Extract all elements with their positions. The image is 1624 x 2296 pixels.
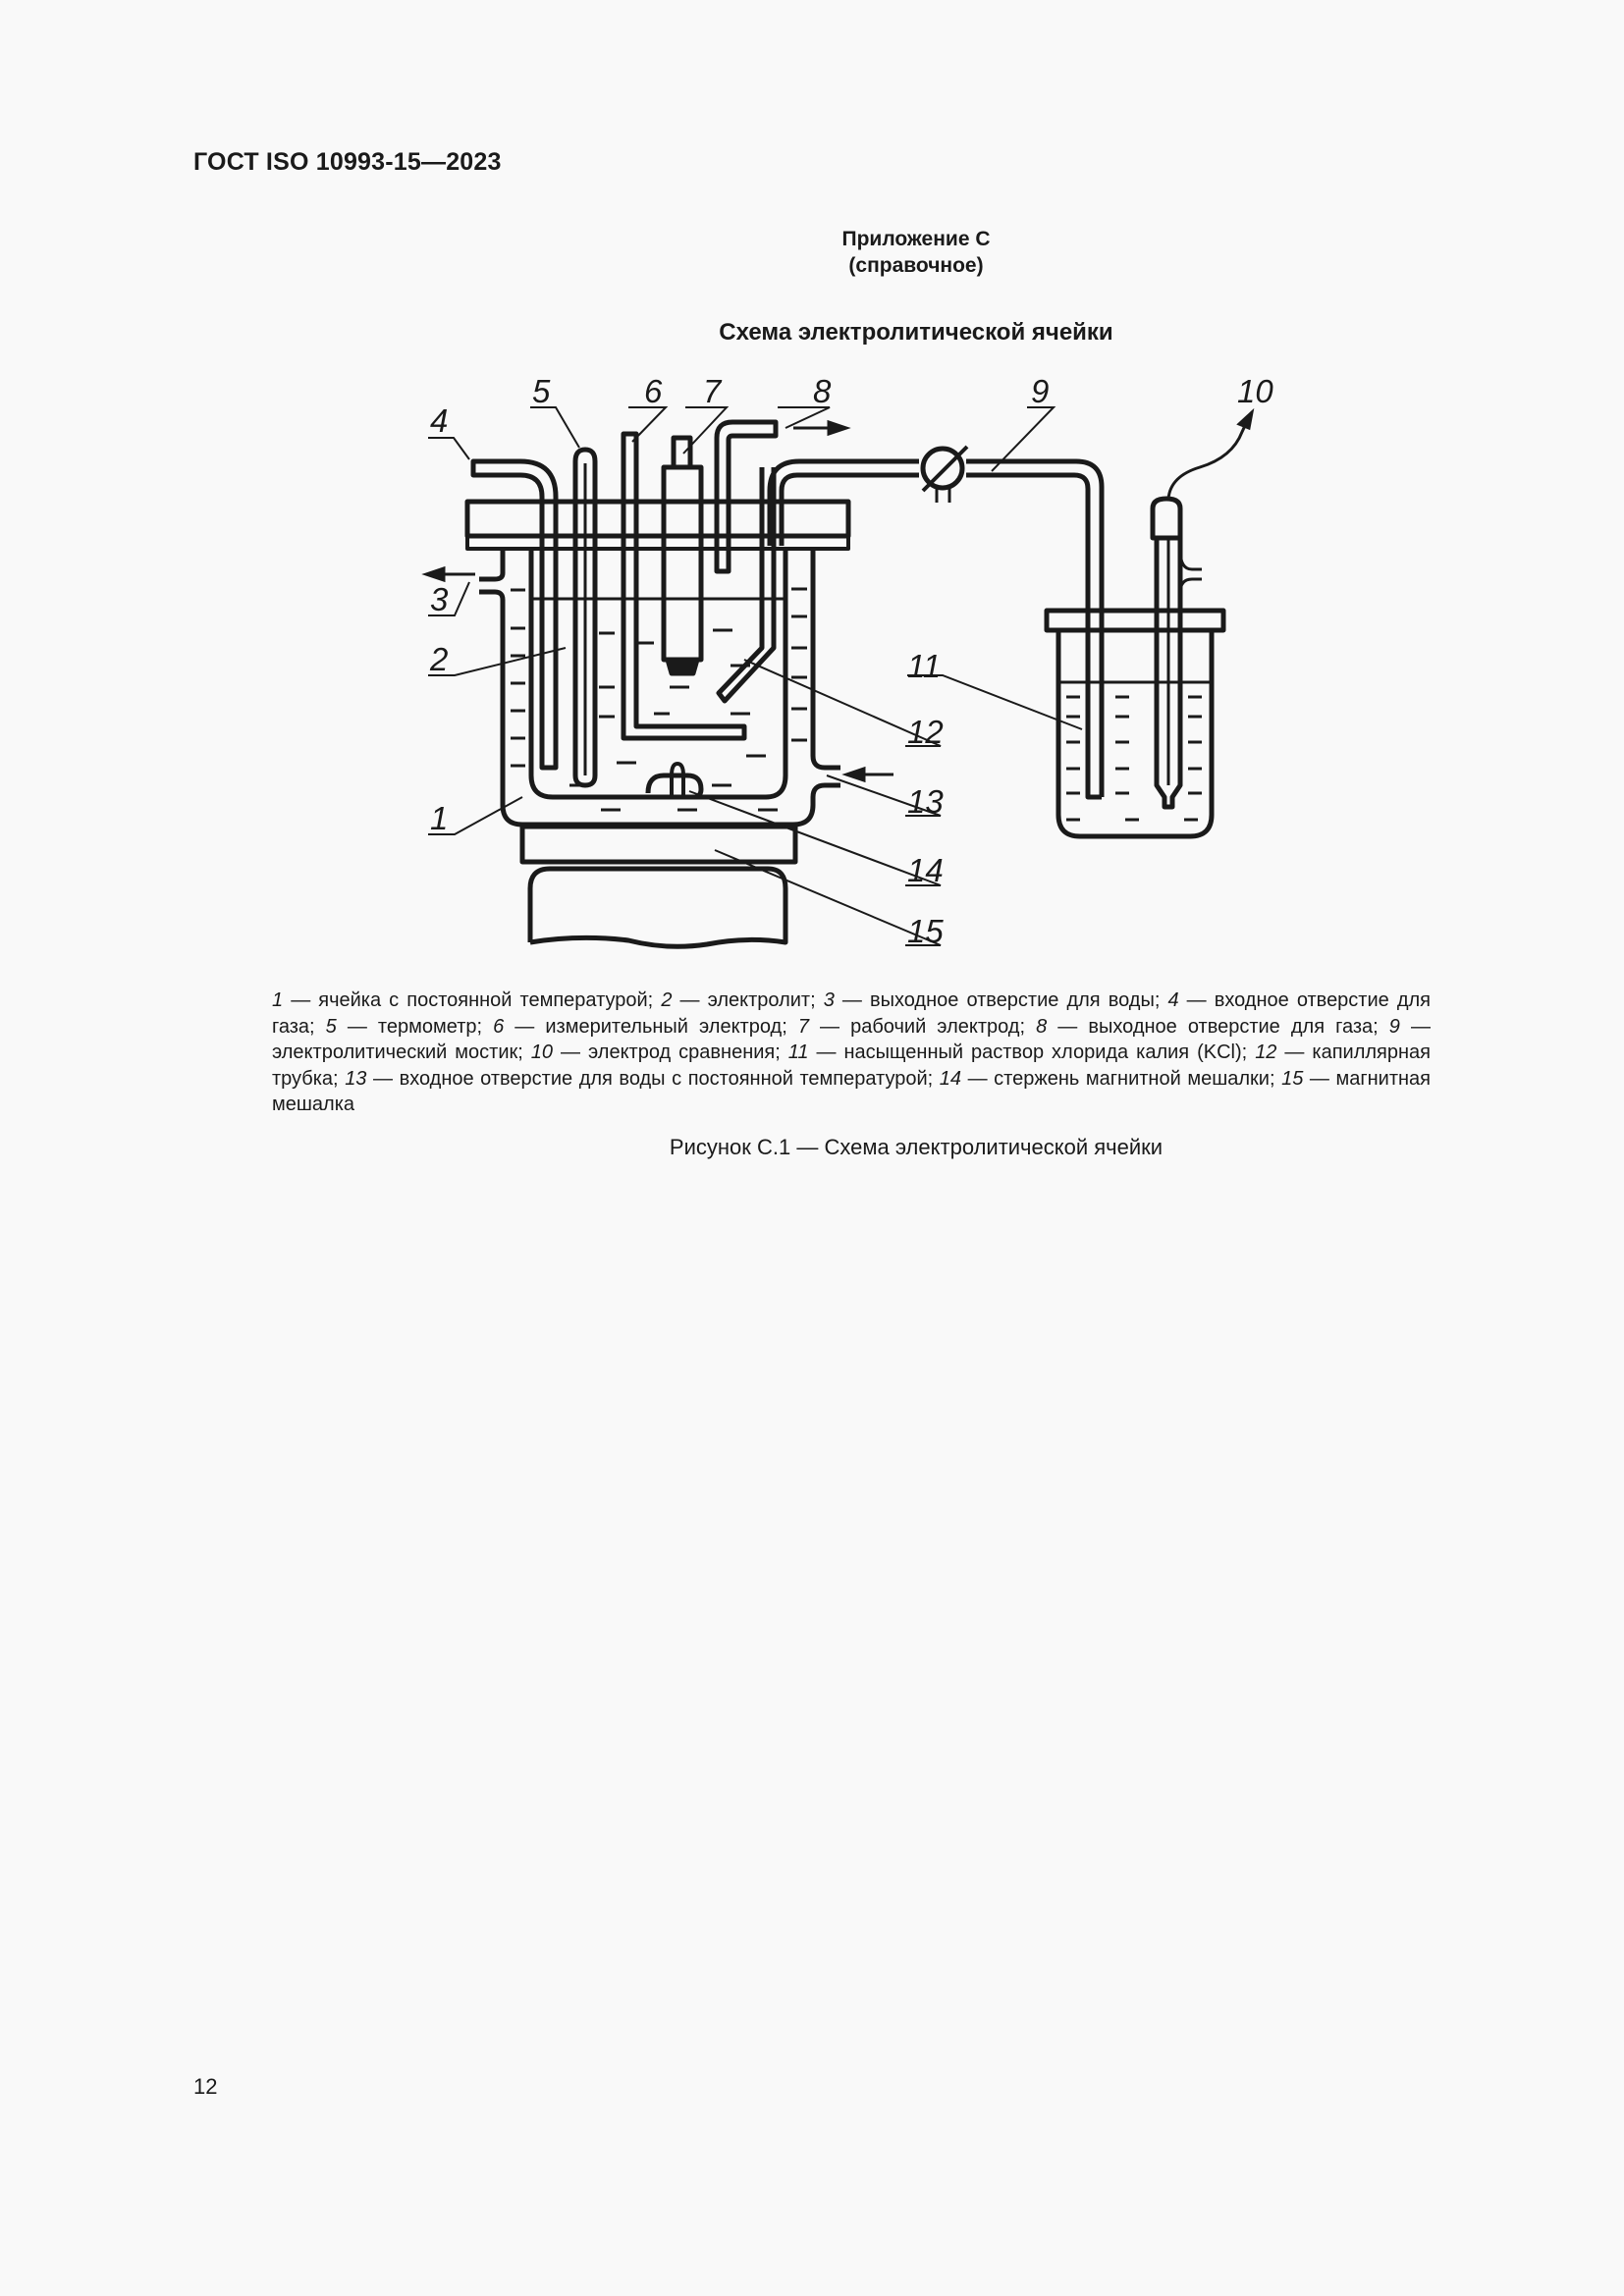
callout-6: 6 [644,373,663,409]
annex-heading: Приложение С (справочное) [0,226,1624,279]
callout-12: 12 [907,714,944,750]
gas-inlet-tube [470,458,559,771]
diagram-svg: 4 5 6 7 8 9 10 3 2 11 12 13 1 14 15 [421,373,1273,949]
callout-3: 3 [430,581,449,617]
beaker-lid [1044,608,1226,633]
legend-line: 1 — ячейка с постоянной температурой; 2 … [272,989,1432,1115]
callout-8: 8 [813,373,832,409]
section-title: Схема электролитической ячейки [0,319,1624,347]
stir-bar [645,773,704,800]
working-electrode-cap [671,435,693,470]
callout-4: 4 [430,402,448,439]
bridge-right-inner [966,472,1102,800]
callout-5: 5 [532,373,551,409]
callout-13: 13 [907,783,944,820]
stopcock [920,446,965,491]
callout-1: 1 [430,800,448,836]
callout-15: 15 [907,913,944,949]
annex-title: Приложение С [841,228,991,250]
bridge-left-inner [779,472,919,546]
inner-vessel [528,549,788,800]
lid-lip [465,534,850,551]
document-header: ГОСТ ISO 10993-15—2023 [193,148,502,176]
lid-plate [464,499,851,539]
callout-14: 14 [907,852,944,888]
working-electrode-tip [665,657,700,676]
callout-2: 2 [429,641,448,677]
callout-11: 11 [907,648,941,684]
magnetic-stirrer [519,824,798,865]
measuring-electrode [621,431,747,741]
callout-labels: 4 5 6 7 8 9 10 3 2 11 12 13 1 14 15 [429,373,1273,949]
reference-electrode-bulb [1150,496,1183,541]
figure-caption-text: Рисунок С.1 — Схема электролитической яч… [669,1135,1164,1159]
callout-9: 9 [1031,373,1049,409]
callout-10: 10 [1237,373,1273,409]
capillary-tube [716,467,777,704]
working-electrode-body [661,464,704,663]
electrolytic-cell-diagram: 4 5 6 7 8 9 10 3 2 11 12 13 1 14 15 [412,363,1296,972]
jacket-outer-right [810,549,840,771]
page-number: 12 [193,2074,218,2099]
outlet-top [479,549,506,582]
reference-electrode-wire [1166,416,1251,500]
callout-7: 7 [703,373,723,409]
stirrer-housing [527,866,788,949]
bridge-left-outer [767,458,919,546]
annex-subtitle: (справочное) [848,254,984,277]
gas-outlet-tube [714,419,779,574]
section-title-text: Схема электролитической ячейки [719,319,1113,346]
kcl-beaker [1056,630,1215,839]
figure-legend: 1 — ячейка с постоянной температурой; 2 … [272,988,1431,1118]
reference-electrode-body [1154,538,1183,810]
figure-caption: Рисунок С.1 — Схема электролитической яч… [0,1135,1624,1160]
bridge-right-outer [966,458,1105,797]
